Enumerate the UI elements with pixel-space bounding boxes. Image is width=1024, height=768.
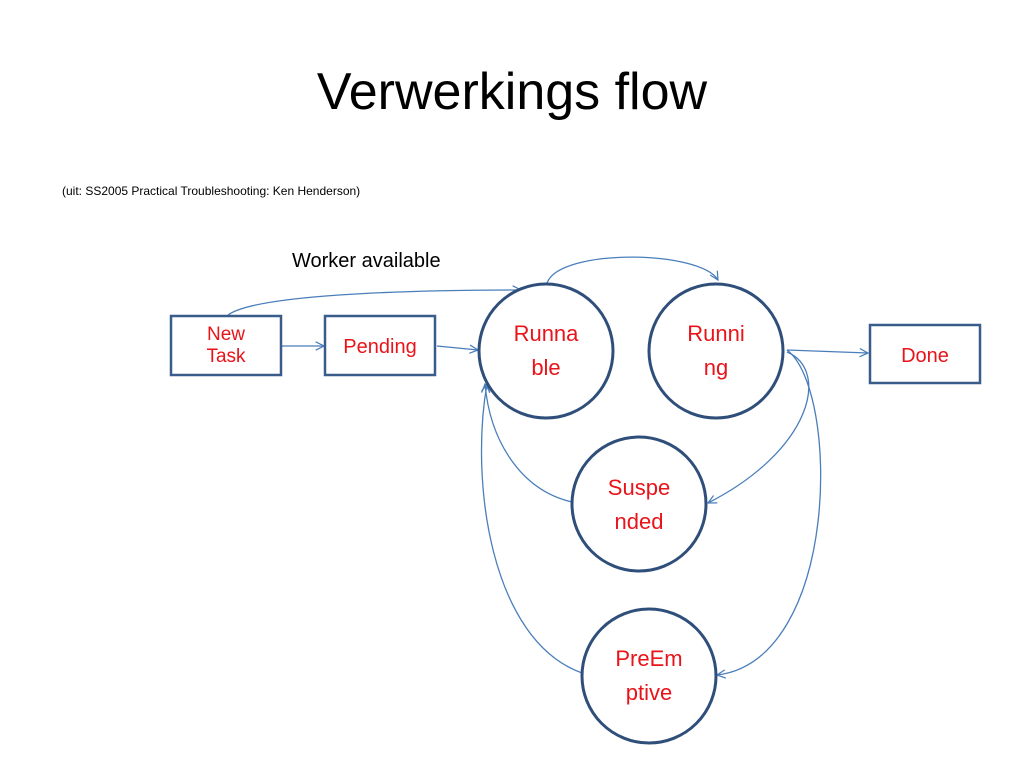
node-runnable: Runna ble	[477, 282, 615, 420]
node-pending: Pending	[323, 314, 437, 377]
edge-label-worker-available: Worker available	[292, 250, 441, 272]
arrow-preemptive-to-runnable	[480, 384, 583, 674]
arrow-newtask-to-runnable	[227, 290, 521, 316]
node-done: Done	[868, 323, 982, 385]
source-note: (uit: SS2005 Practical Troubleshooting: …	[62, 184, 361, 198]
arrow-pending-to-runnable	[436, 346, 478, 350]
node-running-line-2: ng	[704, 355, 728, 380]
arrow-running-to-suspended	[708, 351, 810, 503]
node-suspended: Suspe nded	[570, 435, 708, 573]
node-new-task-line-1: New	[207, 324, 245, 345]
node-pending-label: Pending	[343, 336, 416, 358]
node-preemptive: PreEm ptive	[580, 607, 718, 745]
arrow-running-to-done	[786, 350, 868, 353]
node-runnable-line-2: ble	[531, 355, 560, 380]
node-preemptive-line-2: ptive	[626, 680, 672, 705]
node-new-task-line-2: Task	[206, 346, 246, 367]
node-preemptive-line-1: PreEm	[615, 646, 682, 671]
node-running-line-1: Runni	[687, 321, 744, 346]
node-suspended-line-2: nded	[615, 509, 664, 534]
arrow-suspended-to-runnable	[485, 384, 573, 503]
node-done-label: Done	[901, 345, 949, 367]
node-runnable-line-1: Runna	[514, 321, 580, 346]
arrow-running-to-preemptive	[717, 349, 822, 675]
node-suspended-line-1: Suspe	[608, 475, 670, 500]
node-running: Runni ng	[647, 282, 785, 420]
arrow-runnable-to-running	[546, 256, 718, 284]
slide-title: Verwerkings flow	[316, 63, 708, 121]
node-new-task: New Task	[169, 314, 283, 377]
